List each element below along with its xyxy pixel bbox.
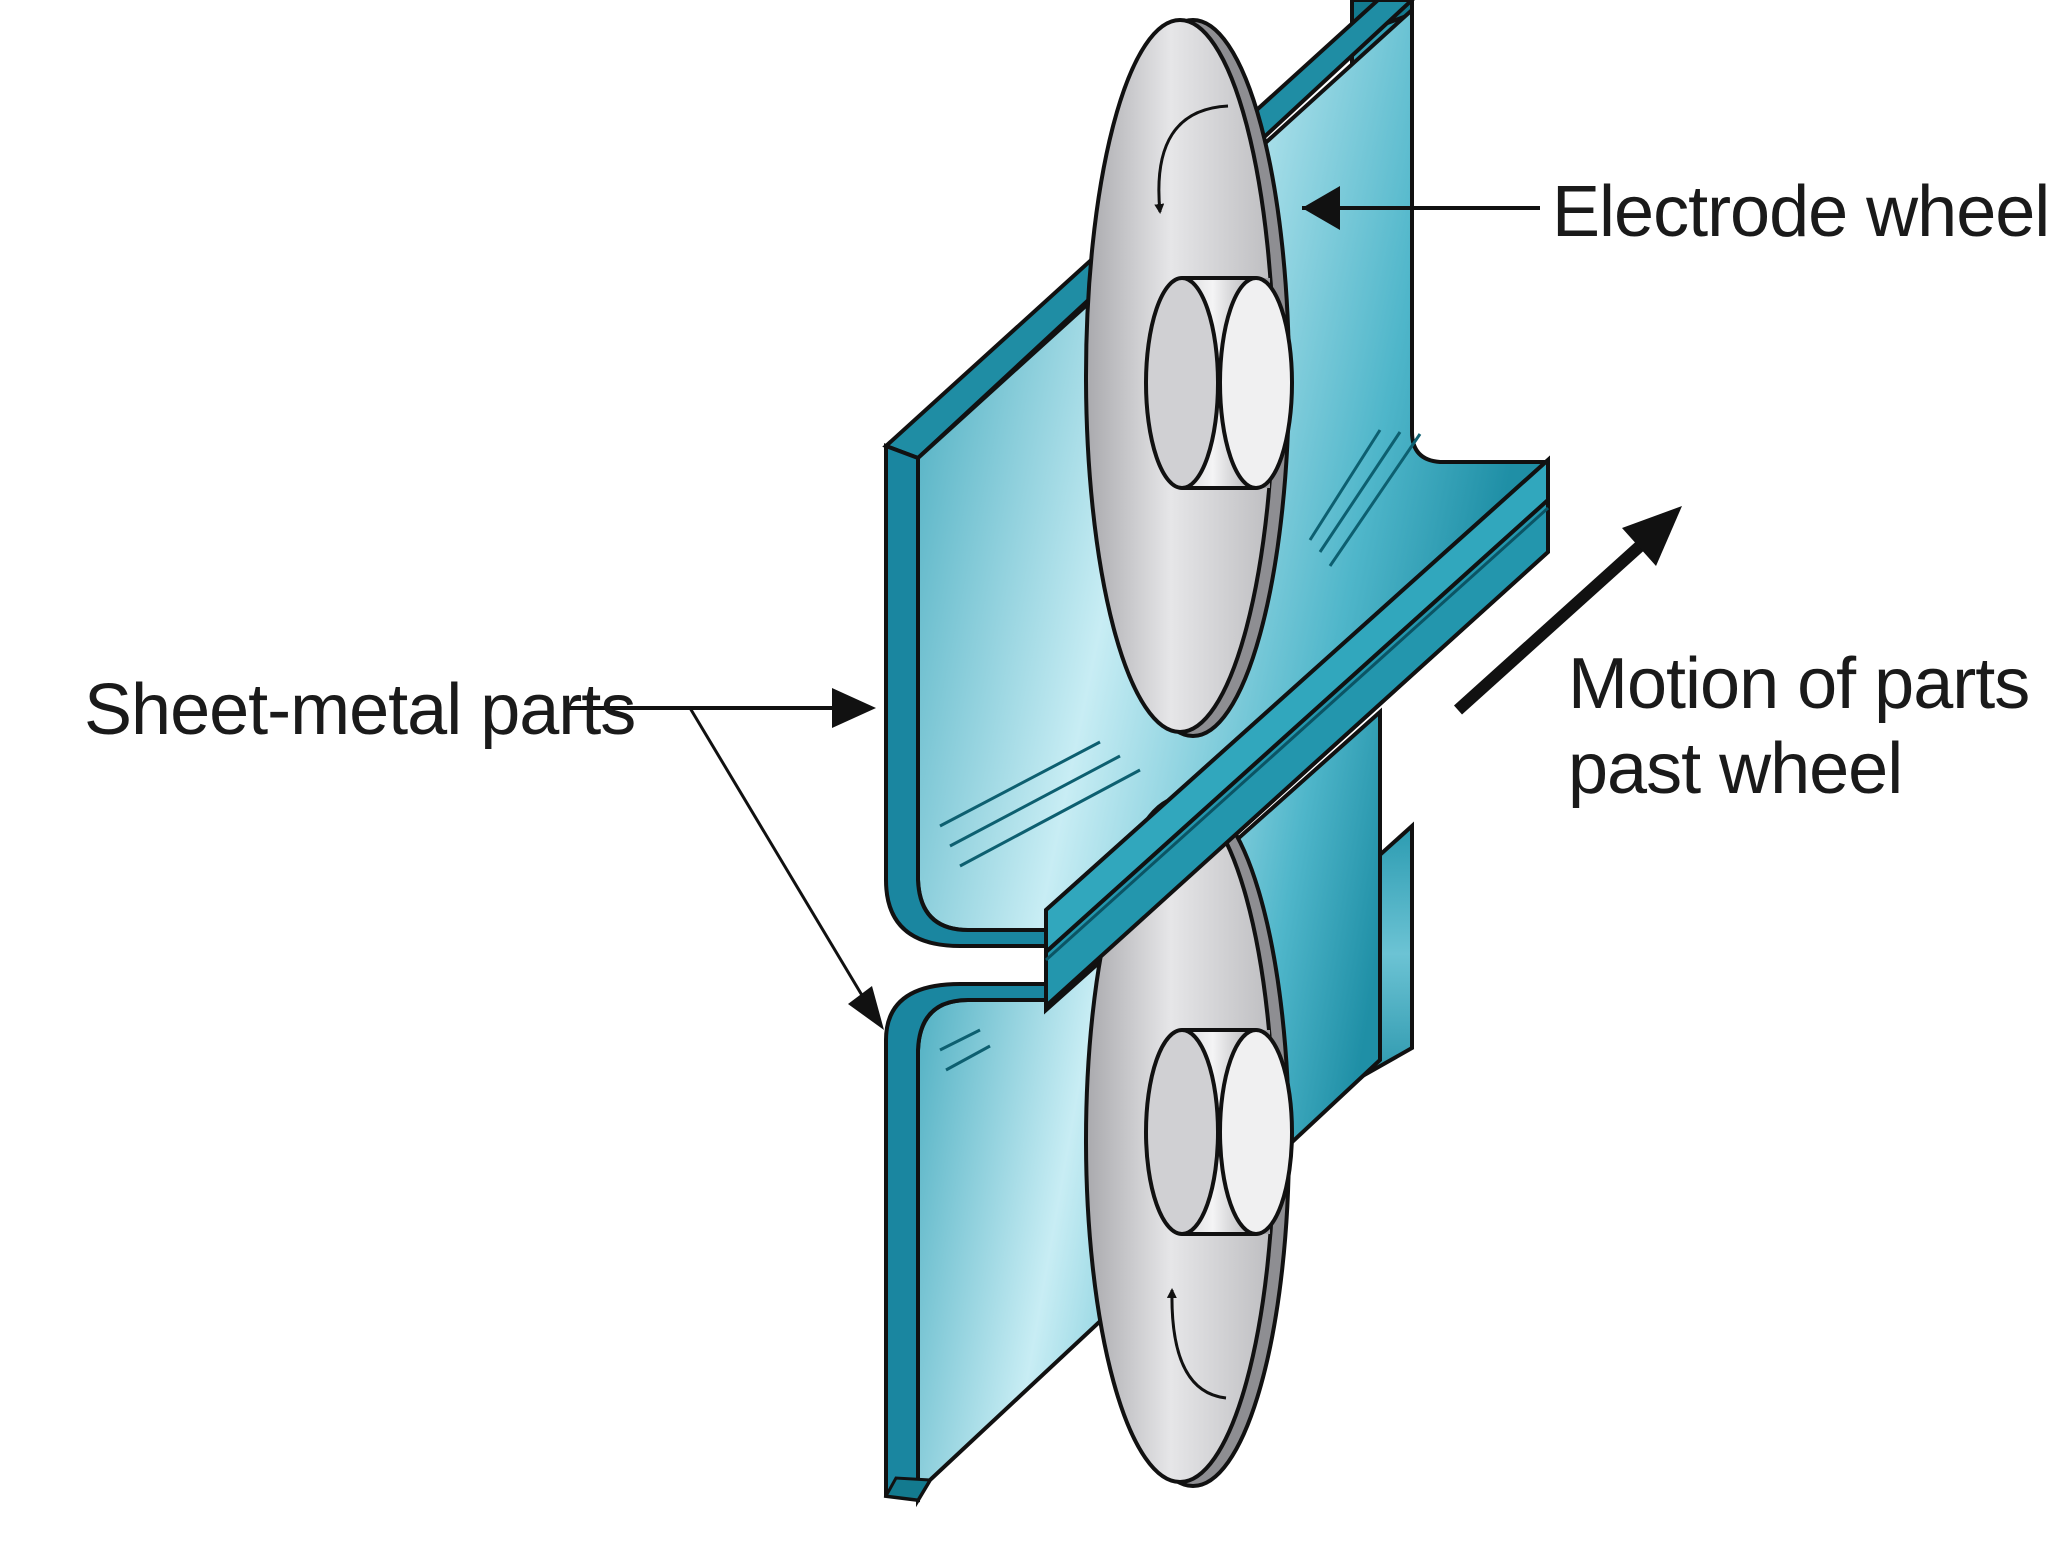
rotation-arrow-icon xyxy=(1166,1288,1227,1400)
sheet-metal-parts-label: Sheet-metal parts xyxy=(84,670,636,750)
upper-electrode-wheel xyxy=(1084,18,1294,738)
sheet-flanges-front xyxy=(1044,455,1550,1011)
arrowhead-icon xyxy=(832,688,876,728)
motion-arrow xyxy=(1453,506,1682,715)
arrow-up-right-icon xyxy=(1622,506,1682,566)
motion-of-parts-label: Motion of parts past wheel xyxy=(1568,642,2030,812)
electrode-wheel-leader xyxy=(1302,186,1540,230)
sheet-metal-leader xyxy=(566,688,884,1030)
electrode-wheel-label: Electrode wheel xyxy=(1552,172,2048,252)
motion-label-line2: past wheel xyxy=(1568,728,1903,809)
arrowhead-icon xyxy=(848,986,884,1030)
lower-electrode-wheel xyxy=(1084,796,1294,1488)
arrowhead-icon xyxy=(1302,186,1340,230)
rotation-arrow-icon xyxy=(1154,104,1229,214)
motion-label-line1: Motion of parts xyxy=(1568,644,2030,724)
